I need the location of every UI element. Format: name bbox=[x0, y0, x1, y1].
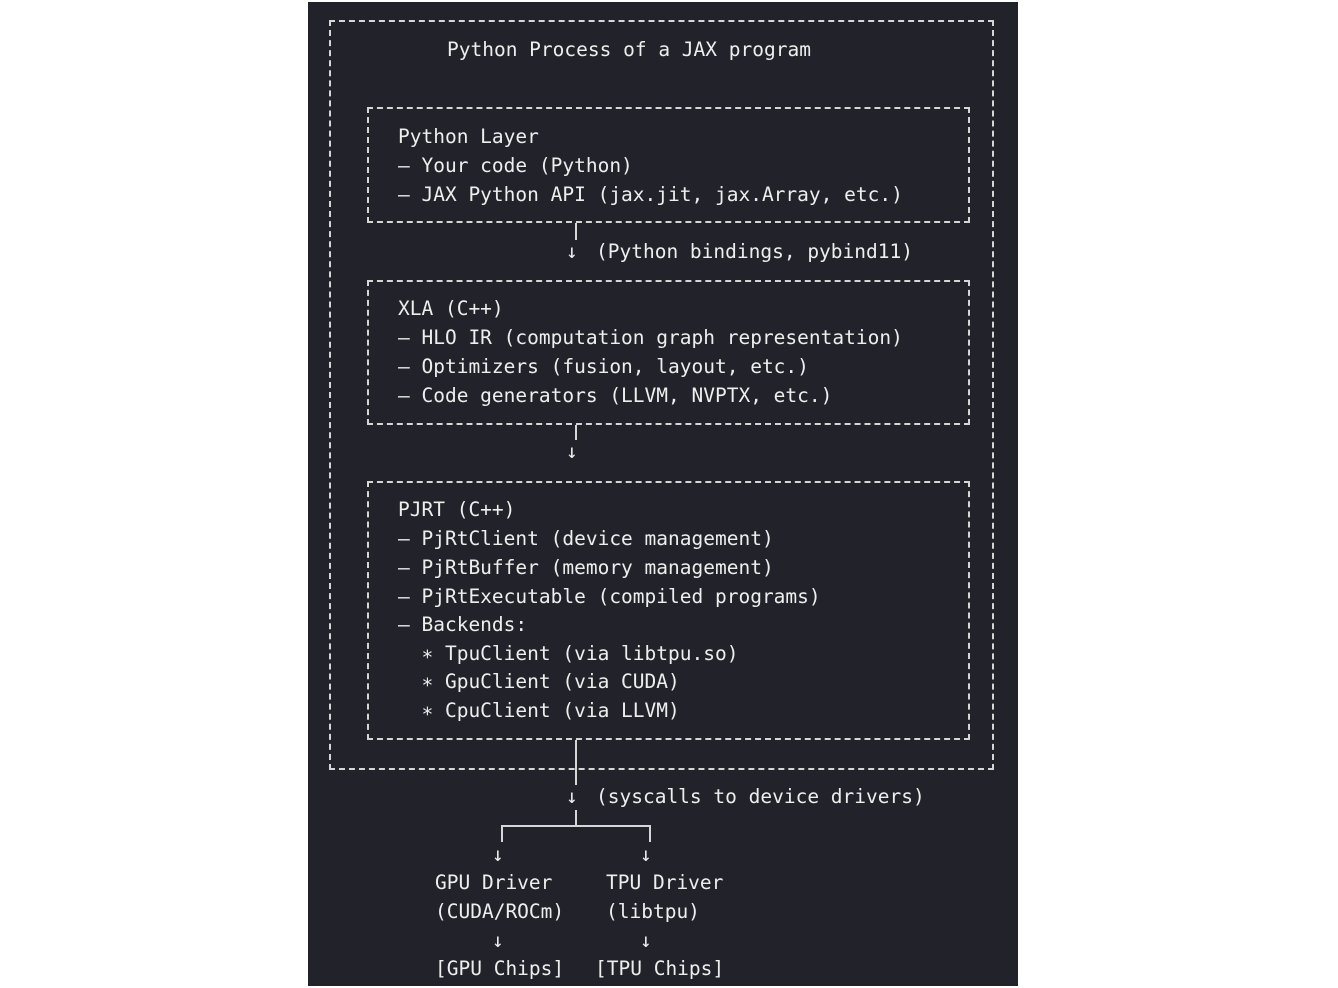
arrow-down-icon: ↓ bbox=[492, 929, 504, 952]
gpu-chips: [GPU Chips] bbox=[435, 957, 565, 980]
gpu-driver-sub: (CUDA/ROCm) bbox=[435, 900, 565, 923]
arrow-down-icon: ↓ bbox=[640, 843, 652, 866]
edge-label-syscalls: (syscalls to device drivers) bbox=[596, 785, 925, 808]
gpu-driver-title: GPU Driver bbox=[435, 871, 553, 894]
pjrt-line: ∗ CpuClient (via LLVM) bbox=[398, 699, 680, 722]
diagram-panel bbox=[308, 2, 1018, 986]
tpu-driver-sub: (libtpu) bbox=[606, 900, 700, 923]
pjrt-line: – PjRtBuffer (memory management) bbox=[398, 556, 774, 579]
tpu-driver-title: TPU Driver bbox=[606, 871, 724, 894]
python-layer-line: – JAX Python API (jax.jit, jax.Array, et… bbox=[398, 183, 903, 206]
arrow-down-icon: ↓ bbox=[566, 440, 578, 463]
edge-label-bindings: (Python bindings, pybind11) bbox=[596, 240, 913, 263]
pjrt-title: PJRT (C++) bbox=[398, 498, 516, 521]
pjrt-line: – PjRtExecutable (compiled programs) bbox=[398, 585, 821, 608]
arrow-down-icon: ↓ bbox=[566, 240, 578, 263]
pjrt-box bbox=[367, 481, 970, 740]
python-layer-line: – Your code (Python) bbox=[398, 154, 633, 177]
xla-line: – Code generators (LLVM, NVPTX, etc.) bbox=[398, 384, 833, 407]
outer-process-box bbox=[329, 20, 994, 770]
xla-box bbox=[367, 280, 970, 425]
arrow-down-icon: ↓ bbox=[566, 785, 578, 808]
python-layer-title: Python Layer bbox=[398, 125, 539, 148]
pjrt-line: – Backends: bbox=[398, 613, 528, 636]
arrow-down-icon: ↓ bbox=[640, 929, 652, 952]
outer-title: Python Process of a JAX program bbox=[447, 38, 811, 61]
pjrt-line: ∗ GpuClient (via CUDA) bbox=[398, 670, 680, 693]
xla-line: – HLO IR (computation graph representati… bbox=[398, 326, 903, 349]
connector-branch bbox=[501, 825, 651, 842]
tpu-chips: [TPU Chips] bbox=[595, 957, 725, 980]
xla-line: – Optimizers (fusion, layout, etc.) bbox=[398, 355, 809, 378]
arrow-down-icon: ↓ bbox=[492, 843, 504, 866]
python-layer-box bbox=[367, 107, 970, 223]
pjrt-line: ∗ TpuClient (via libtpu.so) bbox=[398, 642, 739, 665]
pjrt-line: – PjRtClient (device management) bbox=[398, 527, 774, 550]
xla-title: XLA (C++) bbox=[398, 297, 504, 320]
